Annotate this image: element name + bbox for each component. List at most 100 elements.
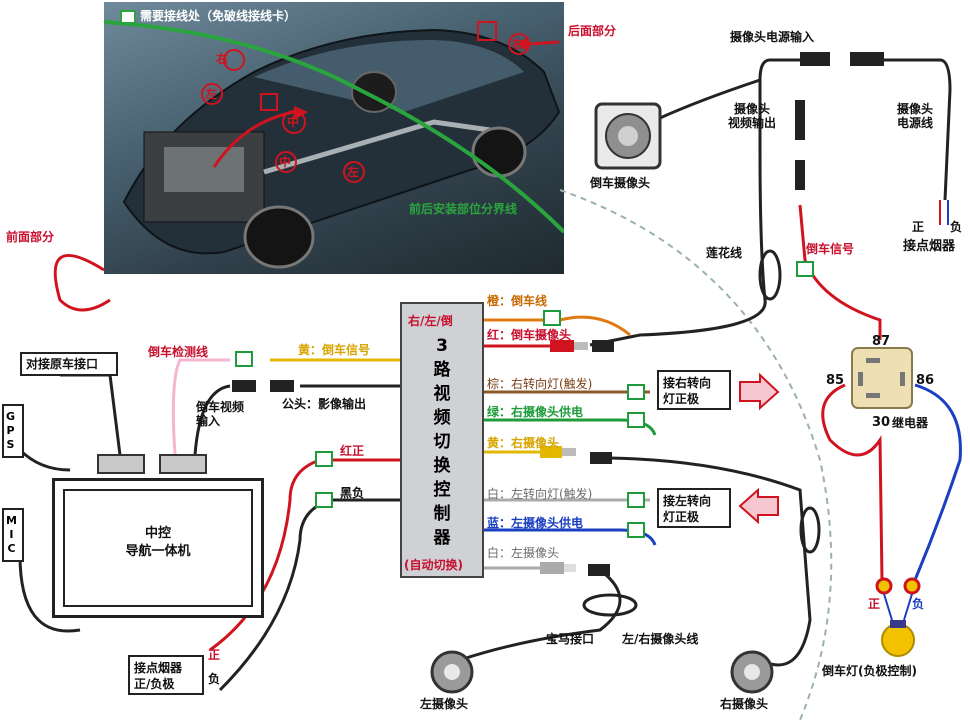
black-negative-wire (218, 498, 400, 692)
rca-video-in (232, 380, 256, 392)
rca-tip (562, 448, 576, 456)
rear-cam-cable (659, 78, 761, 120)
exhaust-pipe (263, 119, 505, 175)
rca-male (588, 564, 610, 576)
cig-neg-right-label: 负 (950, 220, 963, 234)
front-label: 前面部分 (6, 230, 55, 244)
marker-label: 右 (512, 37, 525, 51)
marker-circle (223, 49, 245, 71)
reverse-signal-label: 倒车信号 (806, 242, 855, 256)
wire-label-orange: 橙：倒车线 (487, 294, 548, 308)
wire-label-brown: 棕：右转向灯(触发) (487, 377, 593, 391)
rear-camera-lens-inner (618, 126, 638, 146)
legend-text: 需要接线处（免破线接线卡） (140, 9, 297, 23)
car-illustration (104, 20, 564, 269)
bmw-connector-label: 宝马接口 (546, 632, 595, 646)
vertical-char: C (7, 542, 16, 555)
right-turn-label: 接右转向 灯正极 (663, 376, 712, 406)
oem-plug (97, 454, 145, 474)
legend-swatch (120, 10, 136, 24)
relay-pin (900, 372, 905, 386)
connectors (232, 52, 884, 576)
left-camera-icon (430, 650, 474, 694)
wire-label-red-positive: 红正 (340, 444, 365, 458)
rca-red (550, 340, 574, 352)
marker-square (260, 93, 278, 111)
vertical-char: P (6, 424, 15, 437)
head-unit-label: 中控 导航一体机 (125, 526, 191, 559)
front-arrow-line (212, 110, 295, 168)
cig-box-label: 接点烟器 正/负极 (134, 661, 183, 691)
power-input-wire (880, 58, 952, 201)
reverse-detect-label: 倒车检测线 (148, 345, 209, 359)
marker-circle (275, 151, 297, 173)
reverse-light-label: 倒车灯(负极控制) (822, 664, 917, 678)
lotus-coil (758, 249, 782, 301)
rca-white (540, 562, 564, 574)
tap (627, 492, 645, 508)
marker-label: 左 (205, 87, 218, 101)
red-positive-wire (209, 458, 400, 652)
vertical-char: 控 (433, 480, 451, 500)
controller-bottom-label: (自动切换) (404, 558, 463, 572)
marker-label: 中 (287, 115, 300, 129)
cam-power-line-label: 摄像头 电源线 (897, 102, 934, 130)
left-camera-lens (444, 664, 460, 680)
controller-top-label: 右/左/倒 (408, 314, 453, 328)
cig-pos-right-label: 正 (912, 220, 925, 234)
car-chassis-photo: 需要接线处（免破线接线卡） 右 左 中 左 中 右 前后安装部位分界线 (104, 2, 564, 274)
vertical-char: 制 (433, 504, 451, 524)
right-cam-cable (609, 456, 812, 667)
relay-pin (866, 393, 880, 398)
rca-male (592, 340, 614, 352)
vertical-char: I (9, 528, 14, 541)
bulb-base (890, 620, 906, 628)
vertical-char: 路 (433, 360, 451, 380)
left-cam-cable (459, 568, 622, 662)
cig-lighter-label: 接点烟器 (903, 239, 956, 254)
wire-label-white-cam: 白：左摄像头 (487, 546, 560, 560)
divider-line (104, 20, 564, 234)
dc-plug (850, 52, 884, 66)
wire-label-blue: 蓝：左摄像头供电 (487, 516, 584, 530)
wire-label-black-negative: 黑负 (340, 486, 365, 500)
reverse-camera-label: 倒车摄像头 (590, 176, 651, 190)
relay-label: 继电器 (892, 416, 929, 430)
video-plug-unit (159, 454, 207, 474)
rca-tip (564, 564, 576, 572)
bulb-wires (883, 593, 913, 621)
reverse-video-wire (193, 384, 231, 456)
marker-circle (282, 110, 306, 134)
terminal-pos (875, 577, 893, 595)
right-camera-label: 右摄像头 (720, 697, 769, 711)
tap (627, 384, 645, 400)
tap (627, 522, 645, 538)
relay-85-label: 85 (826, 373, 845, 388)
lr-camera-wire-label: 左/右摄像头线 (622, 632, 699, 646)
tap (315, 451, 333, 467)
marker-square (477, 21, 497, 41)
tap (235, 351, 253, 367)
right-turn-box: 接右转向 灯正极 (657, 370, 731, 410)
left-turn-box: 接左转向 灯正极 (657, 488, 731, 528)
marker-label: 左 (347, 165, 360, 179)
wire-label-yellow-signal: 黄：倒车信号 (298, 343, 371, 357)
boundary-dashed (559, 189, 833, 720)
marker-label: 右 (216, 52, 229, 66)
head-unit: 中控 导航一体机 (52, 478, 264, 618)
reverse-video-in-label: 倒车视频 输入 (196, 400, 245, 428)
cig-pos-label: 正 (208, 648, 221, 662)
wire-label-yellow: 黄：右摄像头 (487, 436, 560, 450)
head-unit-screen (63, 489, 253, 607)
rear-arrow-head (516, 37, 529, 51)
relay-87-label: 87 (872, 334, 891, 349)
front-wheel (243, 205, 315, 269)
vertical-char: 3 (436, 336, 448, 356)
oem-connector-box: 对接原车接口 (20, 352, 118, 376)
marker-circle (201, 83, 223, 105)
tap (543, 310, 561, 326)
